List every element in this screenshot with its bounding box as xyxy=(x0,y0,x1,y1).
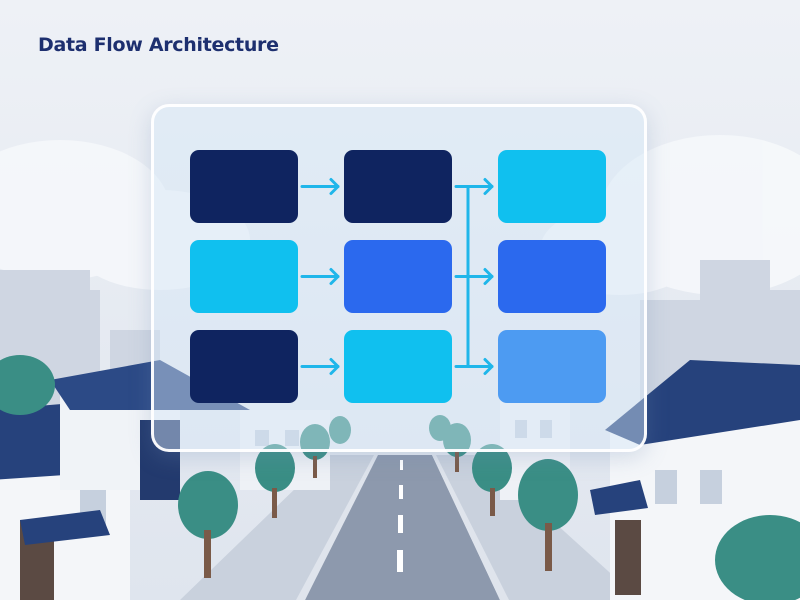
node-col1-row1 xyxy=(190,150,298,223)
arrow-col1r2-to-col2r2-head xyxy=(329,268,340,285)
node-col3-row3 xyxy=(498,330,606,403)
arrow-col1r1-to-col2r1-head xyxy=(329,178,340,195)
node-col3-row2 xyxy=(498,240,606,313)
node-col2-row2 xyxy=(344,240,452,313)
arrow-col1r3-to-col2r3-head xyxy=(329,358,340,375)
node-col3-row1 xyxy=(498,150,606,223)
arrow-col2r2-to-col3r2-head xyxy=(483,268,494,285)
node-col1-row2 xyxy=(190,240,298,313)
arrow-col2r1-to-col3r1-head xyxy=(483,178,494,195)
right-house-large xyxy=(590,360,800,600)
node-col2-row1 xyxy=(344,150,452,223)
diagram-title: Data Flow Architecture xyxy=(38,34,279,56)
node-col1-row3 xyxy=(190,330,298,403)
arrow-col2r3-to-col3r3-head xyxy=(483,358,494,375)
node-col2-row3 xyxy=(344,330,452,403)
road-center-markings xyxy=(397,460,403,572)
